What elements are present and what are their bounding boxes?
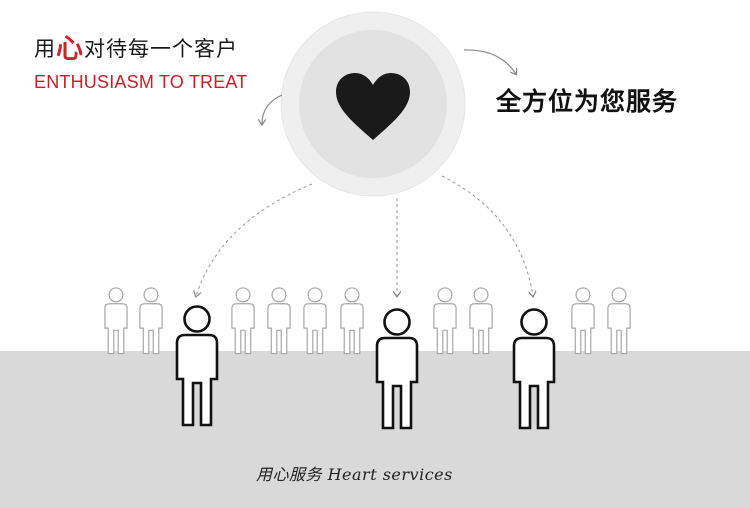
heart-icon — [336, 73, 410, 140]
person-icon — [469, 287, 493, 355]
subline: ENTHUSIASM TO TREAT — [34, 72, 248, 92]
floor-band — [0, 351, 750, 508]
person-icon — [231, 287, 255, 355]
headline: 用心对待每一个客户 — [34, 36, 238, 63]
headline-prefix: 用 — [34, 37, 56, 61]
curved-arrow-icon — [441, 175, 533, 296]
person-icon — [267, 287, 291, 355]
headline-accent: 心 — [56, 34, 84, 65]
person-icon — [139, 287, 163, 355]
person-icon — [512, 308, 556, 430]
person-icon — [433, 287, 457, 355]
person-icon — [571, 287, 595, 355]
service-title: 全方位为您服务 — [496, 87, 679, 116]
person-icon — [340, 287, 364, 355]
person-icon — [303, 287, 327, 355]
curved-arrow-icon — [196, 183, 313, 296]
curved-arrow-icon — [463, 49, 516, 74]
curved-arrow-icon — [262, 94, 283, 124]
person-icon — [607, 287, 631, 355]
person-icon — [104, 287, 128, 355]
person-icon — [375, 308, 419, 430]
caption: 用心服务 Heart services — [256, 465, 453, 484]
headline-suffix: 对待每一个客户 — [84, 37, 238, 61]
person-icon — [175, 305, 219, 427]
